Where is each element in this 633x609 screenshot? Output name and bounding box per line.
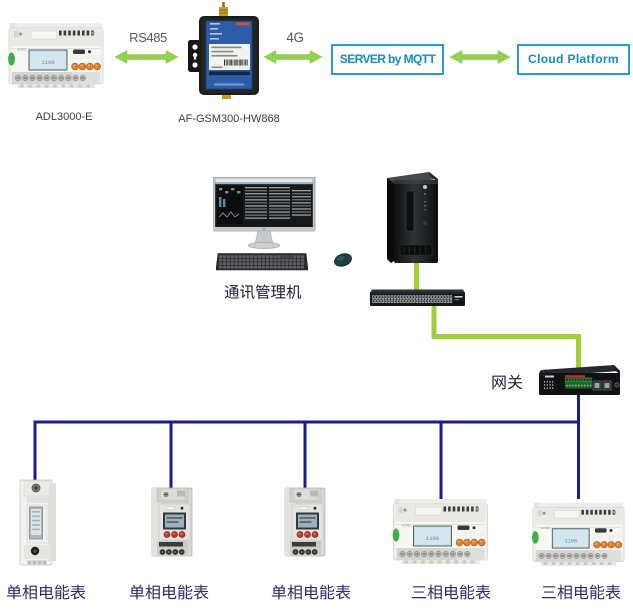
svg-text:1100: 1100 [426,535,439,542]
svg-text:ACREL: ACREL [402,524,412,528]
svg-text:ACREL: ACREL [541,526,551,530]
svg-text:1100: 1100 [564,538,577,544]
svg-text:1100: 1100 [41,59,54,66]
svg-text:ACREL: ACREL [17,48,27,52]
